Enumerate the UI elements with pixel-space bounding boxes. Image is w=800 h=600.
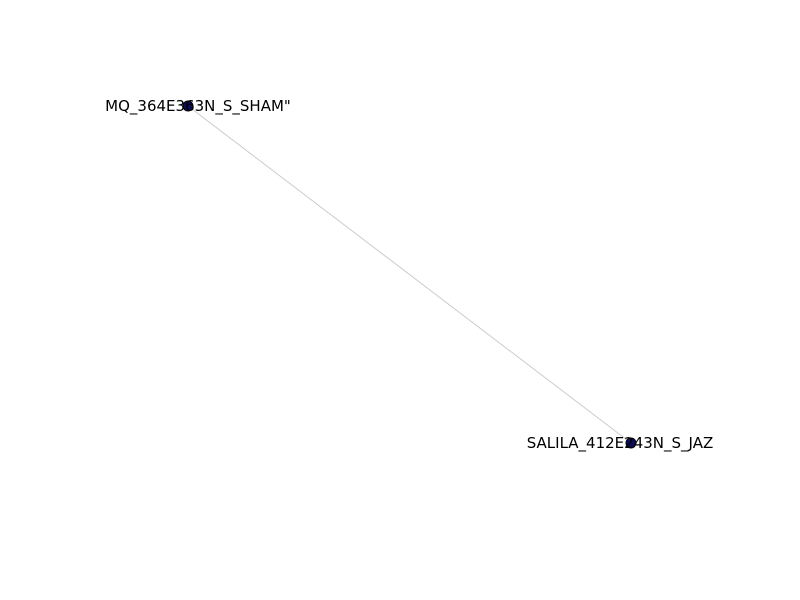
- graph-edge: [187, 105, 632, 444]
- graph-node[interactable]: [625, 437, 637, 449]
- node-label: SALILA_412E243N_S_JAZ: [527, 434, 713, 453]
- node-label: MQ_364E363N_S_SHAM": [105, 97, 291, 116]
- plot-area: MQ_364E363N_S_SHAM" SALILA_412E243N_S_JA…: [105, 97, 713, 453]
- graph-node[interactable]: [182, 100, 194, 112]
